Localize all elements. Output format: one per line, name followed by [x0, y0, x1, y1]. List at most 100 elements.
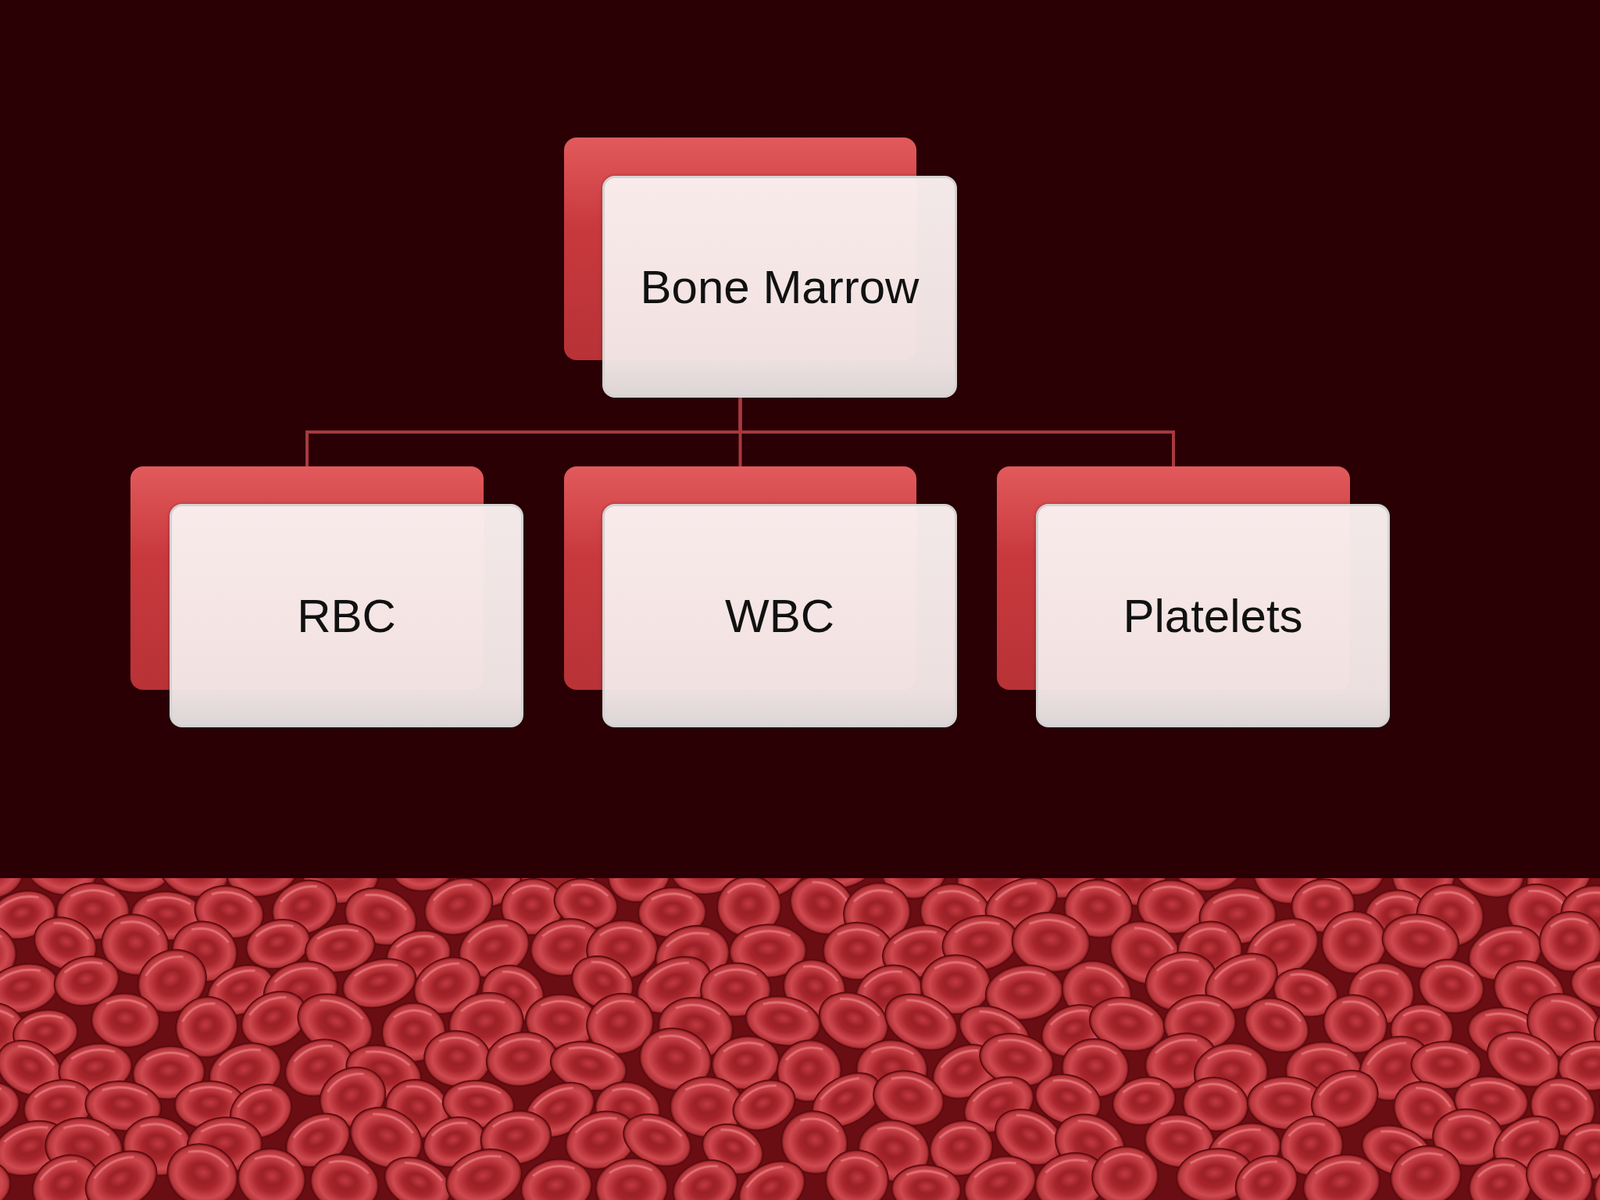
cell-dimple — [41, 1091, 75, 1118]
cell-highlight — [1576, 891, 1600, 900]
cell-dimple — [571, 1052, 607, 1077]
cell-dimple — [261, 930, 293, 956]
cell-highlight — [1286, 1119, 1325, 1137]
cell-highlight — [744, 1162, 784, 1189]
cell-highlight — [1314, 1157, 1361, 1175]
box-face: RBC — [169, 503, 524, 728]
cell-highlight — [726, 881, 766, 893]
cell-dimple — [1200, 1090, 1232, 1115]
cell-highlight — [1550, 917, 1589, 927]
cell-highlight — [972, 1157, 1017, 1178]
cell-dimple — [603, 1007, 637, 1037]
cell-highlight — [1434, 888, 1475, 904]
cell-dimple — [1505, 1043, 1543, 1074]
cell-highlight — [664, 928, 710, 947]
cell-highlight — [1289, 970, 1329, 986]
cell-highlight — [419, 958, 460, 982]
cell-dimple — [1556, 927, 1585, 953]
cell-dimple — [1162, 1045, 1198, 1074]
cell-highlight — [906, 995, 950, 1019]
cell-dimple — [899, 878, 928, 879]
cell-highlight — [146, 896, 191, 904]
cell-dimple — [836, 1003, 873, 1035]
cell-highlight — [1240, 1157, 1278, 1179]
cell-highlight — [784, 1043, 824, 1061]
cell-body — [0, 1154, 14, 1200]
box-face: WBC — [602, 503, 958, 728]
cell-highlight — [1478, 927, 1523, 946]
cell-highlight — [2, 1122, 48, 1143]
cell-highlight — [145, 1051, 190, 1061]
cell-dimple — [1322, 1167, 1360, 1197]
cell-dimple — [615, 1174, 647, 1199]
cell-dimple — [256, 1163, 289, 1191]
cell-highlight — [1107, 1000, 1154, 1015]
cell-highlight — [1317, 1071, 1357, 1097]
cell-highlight — [1078, 1115, 1120, 1140]
cell-highlight — [1077, 1044, 1118, 1054]
cell-highlight — [811, 878, 850, 901]
cell-highlight — [247, 992, 287, 1016]
cell-highlight — [17, 1041, 57, 1065]
blood-cell — [890, 1163, 963, 1200]
cell-dimple — [876, 1134, 912, 1165]
cell-highlight — [1547, 1150, 1587, 1175]
cell-dimple — [945, 1133, 976, 1161]
cell-dimple — [287, 891, 322, 921]
cell-highlight — [1400, 1149, 1443, 1165]
cell-dimple — [316, 1006, 355, 1039]
cell-dimple — [940, 971, 971, 996]
cell-highlight — [953, 918, 1000, 933]
cell-highlight — [497, 1035, 541, 1048]
cell-highlight — [1507, 1033, 1551, 1054]
cell-dimple — [12, 1051, 47, 1083]
cell-body — [821, 1146, 893, 1200]
cell-highlight — [319, 995, 365, 1019]
cell-highlight — [1053, 1075, 1093, 1093]
cell-highlight — [763, 999, 809, 1012]
cell-dimple — [1128, 1088, 1159, 1112]
cell-dimple — [1220, 902, 1255, 928]
cell-highlight — [837, 928, 880, 936]
cell-highlight — [685, 1083, 730, 1091]
cell-highlight — [1476, 1160, 1515, 1178]
cell-highlight — [1102, 1151, 1143, 1163]
cell-highlight — [839, 993, 882, 1016]
cell-body — [1592, 1157, 1600, 1200]
cell-highlight — [937, 887, 981, 902]
cell-highlight — [862, 967, 903, 988]
cell-dimple — [77, 899, 109, 922]
cell-body — [89, 990, 161, 1050]
cell-highlight — [70, 1046, 115, 1059]
cell-dimple — [691, 1093, 723, 1118]
node-label: WBC — [725, 589, 835, 643]
cell-highlight — [939, 1046, 979, 1068]
cell-highlight — [214, 966, 255, 986]
cell-dimple — [328, 1167, 362, 1196]
cell-dimple — [189, 1009, 224, 1043]
cell-dimple — [606, 935, 638, 961]
cell-highlight — [491, 1114, 535, 1128]
cell-highlight — [1080, 884, 1122, 896]
cell-highlight — [1470, 1080, 1515, 1090]
cell-highlight — [191, 924, 231, 943]
cell-highlight — [254, 1153, 296, 1167]
cell-highlight — [906, 1170, 948, 1178]
cell-dimple — [1576, 1053, 1600, 1076]
cell-dimple — [792, 1054, 825, 1085]
cell-highlight — [722, 1039, 765, 1051]
cell-dimple — [106, 1093, 140, 1116]
blood-cell — [89, 990, 161, 1050]
cell-highlight — [650, 892, 692, 900]
source-box: Bone Marrow — [564, 137, 958, 398]
blood-cell — [0, 1154, 14, 1200]
cell-dimple — [0, 1092, 1, 1119]
cell-highlight — [594, 996, 636, 1014]
cell-dimple — [1157, 893, 1189, 918]
cell-dimple — [1508, 1126, 1543, 1158]
cell-dimple — [900, 936, 936, 964]
cell-body — [75, 1139, 168, 1200]
cell-highlight — [1586, 964, 1600, 974]
cell-highlight — [188, 1146, 231, 1168]
cell-dimple — [1183, 1009, 1216, 1034]
